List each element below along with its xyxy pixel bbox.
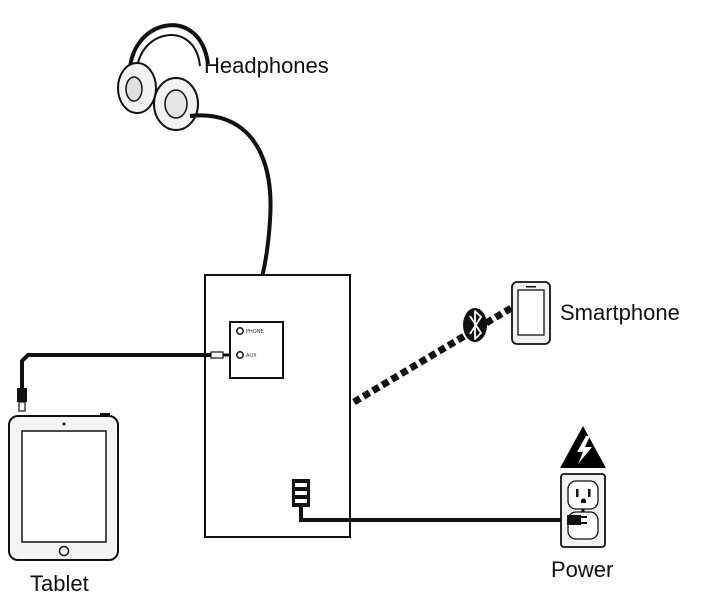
headphones-label: Headphones — [204, 53, 329, 78]
aux-plug — [210, 351, 229, 359]
power-label: Power — [551, 557, 614, 582]
high-voltage-warning-icon — [560, 426, 606, 468]
smartphone-icon — [511, 281, 551, 345]
power-outlet-icon — [560, 473, 606, 548]
tablet-cable — [20, 353, 213, 390]
input-panel: PHONE AUX — [229, 321, 284, 379]
aux-jack-label: AUX — [246, 353, 257, 359]
bluetooth-icon — [463, 308, 487, 342]
tablet-icon — [8, 413, 119, 561]
smartphone-label: Smartphone — [560, 300, 680, 325]
tablet-label: Tablet — [30, 571, 89, 596]
phone-jack[interactable] — [236, 327, 244, 335]
phone-jack-label: PHONE — [246, 329, 264, 335]
aux-jack[interactable] — [236, 351, 244, 359]
power-cord — [299, 507, 568, 522]
headphones-icon — [117, 23, 210, 131]
bluetooth-signal-line — [352, 303, 515, 406]
unit-power-plug — [292, 479, 310, 507]
tablet-plug — [17, 388, 27, 412]
main-unit — [204, 274, 351, 538]
